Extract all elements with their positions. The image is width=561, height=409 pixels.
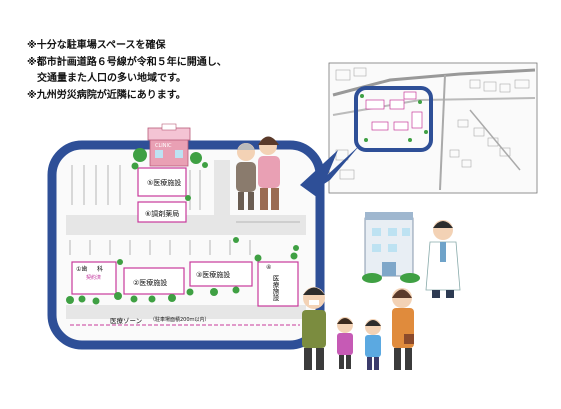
elderly-couple-icon <box>236 136 280 210</box>
site-map <box>47 140 338 350</box>
note-parking: ※十分な駐車場スペースを確保 <box>27 40 166 51</box>
label-facility-2: ②医療施設 <box>133 279 168 287</box>
hospital-building-icon <box>362 212 420 283</box>
label-facility-5: ⑤医療施設 <box>147 179 182 187</box>
note-road: ※都市計画道路６号線が令和５年に開通し、 <box>27 56 227 68</box>
label-facility-4: 医療施設 <box>271 275 279 301</box>
notes: ※十分な駐車場スペースを確保 ※都市計画道路６号線が令和５年に開通し、 交通量ま… <box>27 38 227 104</box>
label-facility-1: 科 <box>97 266 104 273</box>
plot-1 <box>71 261 117 295</box>
label-facility-1-sub: 契約済 <box>86 275 102 281</box>
plot-6 <box>137 201 187 223</box>
label-zone-note: （駐車場面積200ｍ以内） <box>150 317 210 323</box>
label-facility-4-num: ④ <box>266 264 272 271</box>
plot-3 <box>189 261 253 287</box>
label-facility-1-num: ①歯 <box>76 266 88 273</box>
overview-map <box>300 62 538 200</box>
label-zone: 医療ゾーン <box>110 317 143 325</box>
plot-2 <box>123 267 185 295</box>
label-facility-3: ③医療施設 <box>196 271 231 279</box>
note-road-cont: 交通量また人口の多い地域です。 <box>27 73 186 84</box>
clinic-building-icon <box>133 123 202 167</box>
plot-5 <box>137 167 187 197</box>
clinic-sign: CLINIC <box>155 143 172 149</box>
family-icon <box>302 287 414 370</box>
note-hospital: ※九州労災病院が近隣にあります。 <box>27 89 186 101</box>
doctor-icon <box>425 220 461 298</box>
label-facility-6: ⑥調剤薬局 <box>145 210 180 218</box>
plot-4 <box>257 261 299 307</box>
